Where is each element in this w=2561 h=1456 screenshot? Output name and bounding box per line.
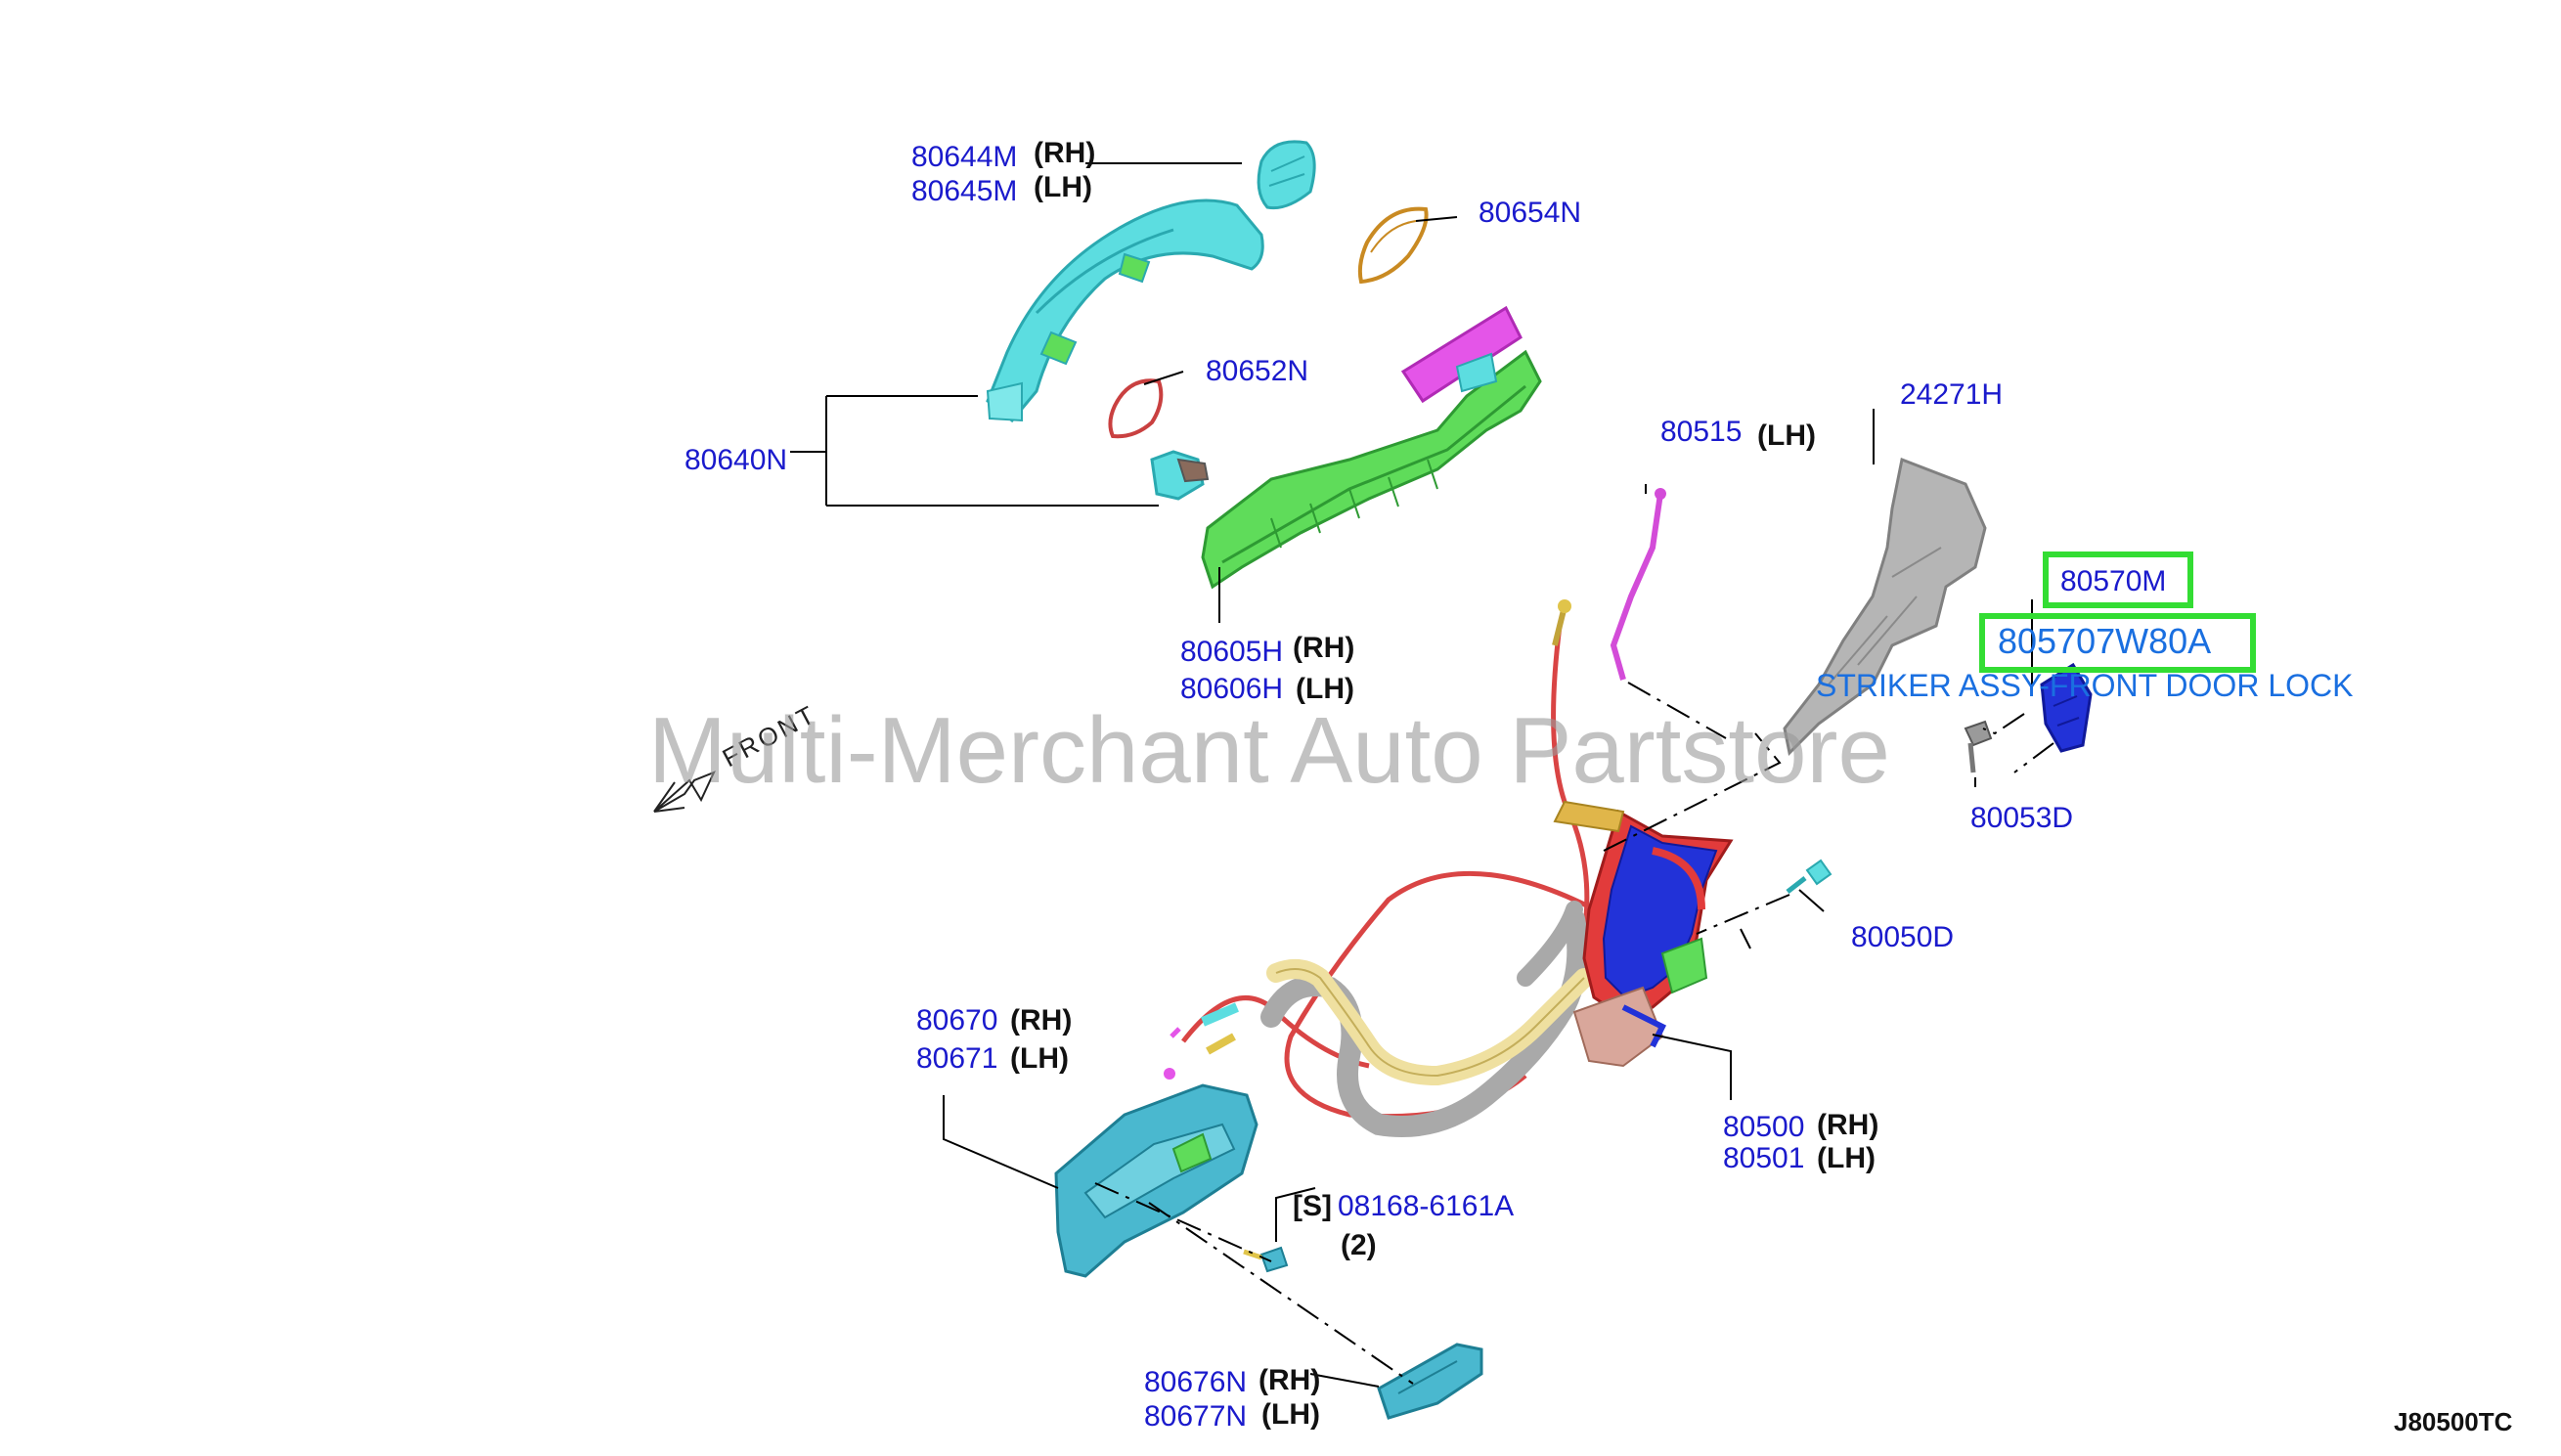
side-label-lh: (LH) — [1034, 171, 1092, 203]
handle-gasket-front — [1357, 206, 1429, 285]
part-label-80654N[interactable]: 80654N — [1479, 197, 1581, 229]
handle-clip — [1150, 450, 1210, 501]
side-label-lh: (LH) — [1817, 1142, 1876, 1174]
standard-part-mark: [S] — [1293, 1190, 1332, 1222]
side-label-lh: (LH) — [1757, 419, 1816, 452]
part-label-80640N[interactable]: 80640N — [684, 444, 787, 476]
handle-escutcheon-cap — [1257, 140, 1316, 210]
part-label-80652N[interactable]: 80652N — [1206, 355, 1308, 387]
inside-door-handle — [1054, 1083, 1258, 1278]
part-label-80671[interactable]: 80671 — [916, 1042, 997, 1075]
cable-sheaths — [1260, 901, 1594, 1137]
part-label-80605H[interactable]: 80605H — [1180, 636, 1283, 668]
handle-bracket — [1201, 305, 1542, 590]
part-label-80670[interactable]: 80670 — [916, 1004, 997, 1037]
outside-door-handle — [986, 199, 1264, 423]
door-lock-actuator — [1553, 800, 1734, 1068]
part-label-80501[interactable]: 80501 — [1723, 1142, 1804, 1174]
part-label-80645M[interactable]: 80645M — [911, 175, 1017, 207]
highlight-box-805707W80A — [1979, 613, 2256, 673]
side-label-lh: (LH) — [1261, 1398, 1320, 1431]
watermark: Multi-Merchant Auto Partstore — [648, 698, 1890, 803]
part-label-80676N[interactable]: 80676N — [1144, 1366, 1247, 1398]
lock-screw — [1786, 859, 1832, 894]
part-number-805707W80A[interactable]: 805707W80A — [1998, 621, 2211, 661]
part-label-80050D[interactable]: 80050D — [1851, 921, 1954, 953]
lock-protector — [1783, 457, 1987, 757]
side-label-rh: (RH) — [1817, 1109, 1878, 1141]
side-label-lh: (LH) — [1296, 673, 1354, 705]
lock-rod — [1610, 488, 1666, 681]
striker-assy — [2040, 662, 2093, 753]
part-label-24271H[interactable]: 24271H — [1900, 378, 2003, 411]
highlight-box-80570M — [2043, 552, 2193, 608]
striker-bolt — [1964, 720, 1993, 773]
part-label-80644M[interactable]: 80644M — [911, 141, 1017, 173]
side-label-rh: (RH) — [1010, 1004, 1072, 1037]
diagram-code: J80500TC — [2394, 1407, 2513, 1436]
inside-handle-escutcheon — [1377, 1343, 1483, 1420]
part-label-80570M[interactable]: 80570M — [2060, 565, 2166, 597]
part-label-80053D[interactable]: 80053D — [1970, 802, 2073, 834]
side-label-lh: (LH) — [1010, 1042, 1069, 1075]
handle-gasket-rear — [1108, 378, 1164, 439]
part-label-08168-6161A[interactable]: 08168-6161A — [1338, 1190, 1514, 1222]
part-label-80606H[interactable]: 80606H — [1180, 673, 1283, 705]
striker-description: STRIKER ASSY-FRONT DOOR LOCK — [1816, 668, 2353, 703]
part-label-80677N[interactable]: 80677N — [1144, 1400, 1247, 1433]
part-label-80500[interactable]: 80500 — [1723, 1111, 1804, 1143]
side-label-rh: (RH) — [1258, 1364, 1320, 1396]
side-label-rh: (RH) — [1034, 137, 1095, 169]
quantity-label: (2) — [1341, 1229, 1377, 1261]
handle-screw — [1243, 1246, 1289, 1273]
side-label-rh: (RH) — [1293, 632, 1354, 664]
part-label-80515[interactable]: 80515 — [1660, 416, 1742, 448]
leader-lines — [790, 162, 2054, 1388]
